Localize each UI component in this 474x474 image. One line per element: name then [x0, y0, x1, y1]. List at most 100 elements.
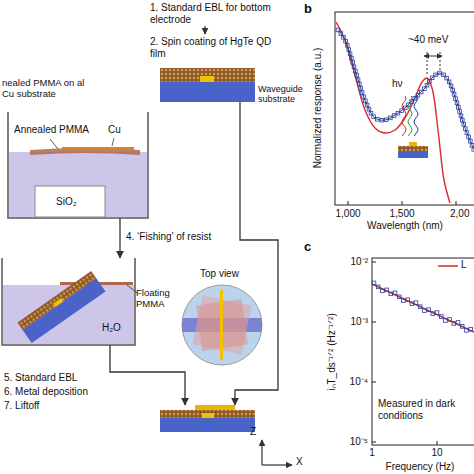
axis-arrows — [262, 464, 292, 465]
data-marker — [364, 99, 368, 103]
data-marker — [360, 91, 364, 95]
step-label: 2. Spin coating of HgTe QD film — [150, 36, 278, 59]
data-marker — [402, 299, 406, 303]
plot-label: Frequency (Hz) — [386, 461, 455, 473]
data-marker — [348, 52, 352, 56]
beaker — [2, 258, 135, 345]
beaker — [35, 186, 105, 217]
final-step: 5. Standard EBL6. Metal deposition7. Lif… — [160, 405, 255, 432]
data-marker — [381, 289, 385, 293]
data-marker — [376, 285, 380, 289]
spectrum-plot — [336, 22, 474, 203]
data-marker — [427, 308, 431, 312]
data-marker — [444, 319, 448, 323]
photon-arrow — [408, 96, 412, 136]
data-marker — [384, 118, 388, 122]
photon-arrow — [414, 96, 418, 136]
data-marker — [465, 329, 469, 333]
step-label: H₂O — [102, 322, 121, 334]
step-label: 5. Standard EBL — [4, 372, 77, 384]
data-marker — [344, 39, 348, 43]
fit-line — [372, 284, 474, 332]
data-marker — [369, 111, 373, 115]
data-marker — [355, 74, 359, 78]
photon-arrow — [402, 96, 406, 136]
top-view: Top view — [182, 285, 262, 365]
data-marker — [406, 298, 410, 302]
beaker — [17, 271, 96, 330]
data-marker — [457, 105, 461, 109]
data-marker — [434, 73, 438, 77]
data-marker — [459, 114, 463, 118]
plot-label: 10⁻⁴ — [350, 376, 368, 388]
plot-label: ~40 meV — [408, 34, 448, 46]
beaker — [8, 112, 148, 218]
data-marker — [392, 114, 396, 118]
step-label: SiO₂ — [56, 196, 77, 208]
plot-label: 10⁻⁵ — [350, 436, 368, 448]
data-marker — [359, 86, 363, 90]
data-marker — [351, 61, 355, 65]
plot-label: Measured in dark conditions — [378, 398, 458, 421]
data-marker — [464, 127, 468, 131]
axis-title: Normalized response (a.u.) — [312, 48, 324, 169]
data-marker — [456, 321, 460, 325]
data-marker — [365, 103, 369, 107]
data-marker — [414, 301, 418, 305]
data-marker — [396, 111, 400, 115]
data-marker — [345, 44, 349, 48]
plot-frame — [372, 442, 376, 443]
plot-label: 10⁻³ — [351, 316, 368, 328]
plot-label: 10 — [431, 447, 442, 459]
step-label: 6. Metal deposition — [4, 386, 88, 398]
device-stack — [202, 413, 214, 418]
step-label: Top view — [200, 268, 239, 280]
data-marker — [362, 95, 366, 99]
beaker-step: nealed PMMA on al Cu substrateAnnealed P… — [8, 112, 148, 218]
plot-frame — [427, 52, 428, 76]
data-marker — [425, 83, 429, 87]
beaker — [112, 138, 114, 146]
data-marker — [389, 116, 393, 120]
legend-text: L — [461, 259, 467, 271]
step-label: 4. ‘Fishing’ of resist — [125, 231, 212, 243]
plot-label: 1,500 — [389, 208, 414, 220]
data-marker — [393, 291, 397, 295]
step-label: Floating PMMA — [136, 288, 180, 310]
plot-frame — [372, 262, 376, 263]
beaker — [17, 271, 105, 343]
plot-label: 2,00 — [450, 208, 469, 220]
device-stack — [160, 68, 255, 82]
data-marker — [389, 292, 393, 296]
data-marker — [452, 93, 456, 97]
step-label: nealed PMMA on al Cu substrate — [2, 78, 94, 100]
data-marker — [458, 110, 462, 114]
data-marker — [385, 288, 389, 292]
data-marker — [451, 88, 455, 92]
top-view — [180, 285, 270, 365]
data-marker — [467, 135, 471, 139]
data-marker — [350, 56, 354, 60]
data-marker — [380, 118, 384, 122]
beaker — [62, 147, 134, 150]
plot-frame — [335, 12, 474, 205]
plot-frame — [372, 258, 474, 445]
beaker — [8, 112, 148, 218]
data-marker — [435, 311, 439, 315]
legend-line — [438, 265, 458, 267]
process-arrow — [235, 102, 278, 405]
data-marker — [352, 65, 356, 69]
data-marker — [460, 325, 464, 329]
plot-frame — [437, 441, 438, 445]
device-stack — [160, 82, 255, 102]
data-marker — [431, 312, 435, 316]
data-marker — [452, 322, 456, 326]
blue-curve — [338, 30, 474, 150]
step-label: Cu — [108, 124, 121, 136]
beaker — [2, 258, 137, 345]
data-marker — [410, 302, 414, 306]
data-marker — [367, 107, 371, 111]
plot-label: 1 — [369, 447, 375, 459]
data-marker — [462, 123, 466, 127]
device-stack — [195, 405, 235, 410]
